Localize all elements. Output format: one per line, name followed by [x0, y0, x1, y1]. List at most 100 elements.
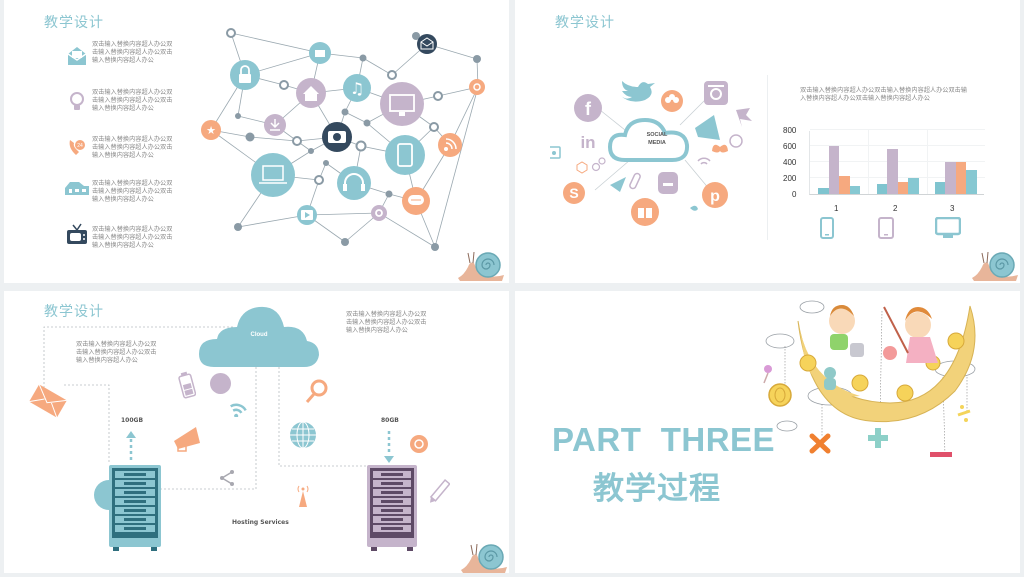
vertical-divider	[767, 75, 768, 240]
share-icon	[220, 470, 234, 486]
chart-bar	[887, 149, 898, 194]
svg-text:24: 24	[77, 143, 83, 149]
cloud-label-line-1: SOCIAL	[646, 132, 668, 138]
search-magnifier-icon	[305, 379, 328, 403]
pinterest-icon	[702, 182, 728, 208]
headphones-icon	[337, 166, 371, 200]
x-tick: 3	[950, 204, 955, 213]
feature-text: 双击输入替换内容超人办公双击输入替换内容超人办公双击输入替换内容超人办公	[92, 41, 173, 64]
svg-text:♫: ♫	[350, 79, 364, 98]
facebook-icon	[574, 94, 602, 122]
star-icon	[201, 120, 221, 140]
chart-bar	[945, 162, 956, 194]
envelope-icon	[66, 45, 88, 67]
paperclip-icon	[629, 172, 641, 190]
settings-orange-icon	[469, 79, 485, 95]
chart-bar	[839, 175, 850, 194]
paper-plane-icon	[610, 177, 626, 192]
skype-icon	[563, 182, 585, 204]
slide-title: 教学设计	[44, 304, 104, 320]
social-media-cloud	[607, 117, 690, 162]
right-description: 双击输入替换内容超人办公双击输入替换内容超人办公双击输入替换内容超人办公	[346, 311, 427, 334]
server-rack-teal	[109, 465, 161, 551]
chart-bar	[849, 186, 861, 194]
slide-2-social-media[interactable]: 教学设计 f in S p SOCIAL MEDIA 双击输入替换内容超人办公双…	[515, 0, 1020, 283]
feature-text: 双击输入替换内容超人办公双击输入替换内容超人办公双击输入替换内容超人办公	[92, 89, 173, 112]
hosting-services-label: Hosting Services	[232, 519, 289, 526]
feature-text: 双击输入替换内容超人办公双击输入替换内容超人办公双击输入替换内容超人办公	[92, 226, 173, 249]
globe-icon	[290, 421, 316, 449]
chart-bar	[828, 146, 840, 194]
slide-3-cloud-hosting[interactable]: 教学设计 双击输入替换内容超人办公双击输入替换内容超人办公双击输入替换内容超人办…	[4, 291, 509, 573]
grid-line	[810, 129, 985, 130]
chart-bar	[955, 162, 967, 194]
part-title: PART THREE	[552, 421, 776, 458]
bar-chart: 800 600 400 200 0 1 2 3	[783, 124, 985, 214]
butterfly-icon	[712, 144, 728, 153]
group-icon	[661, 90, 683, 112]
phone-icon	[820, 217, 834, 239]
megaphone-icon	[695, 115, 720, 140]
wifi-small-icon	[697, 157, 711, 165]
tv-icon	[66, 223, 88, 245]
music-icon	[343, 74, 371, 102]
slide-title: 教学设计	[555, 15, 615, 31]
dashed-connectors	[43, 326, 389, 490]
pencil-icon	[429, 479, 450, 503]
at-sign-icon	[410, 435, 428, 453]
snail-decoration	[970, 245, 1020, 283]
slide-title: 教学设计	[44, 15, 104, 31]
network-diagram: ♫ ★	[201, 28, 485, 251]
y-tick: 200	[783, 174, 797, 183]
dribbble-icon	[729, 134, 743, 148]
box-icon	[576, 161, 588, 174]
wifi-icon	[230, 403, 247, 417]
mail-envelope-icon	[29, 384, 67, 418]
tablet-icon	[878, 217, 894, 239]
instagram-icon	[704, 81, 728, 105]
slide-4-section-title[interactable]: PART THREE 教学过程	[515, 291, 1020, 573]
antenna-icon	[297, 485, 309, 507]
chart-bar	[897, 182, 908, 194]
house-icon	[64, 180, 90, 202]
cloud-icon	[199, 306, 319, 367]
battery-icon	[178, 371, 196, 399]
linkedin-icon: in	[580, 133, 595, 152]
snail-decoration	[456, 245, 508, 283]
twitter-icon	[620, 81, 655, 102]
category-separator	[868, 130, 870, 194]
monitor-icon	[380, 82, 424, 126]
chart-bar	[818, 187, 829, 194]
slide-1-network[interactable]: 教学设计 双击输入替换内容超人办公双击输入替换内容超人办公双击输入替换内容超人办…	[4, 0, 509, 283]
server-left-capacity: 100GB	[121, 417, 144, 424]
y-tick: 0	[792, 190, 797, 199]
server-right-capacity: 80GB	[381, 417, 399, 424]
social-media-cluster: f in S p	[550, 81, 752, 226]
svg-text:★: ★	[206, 124, 216, 137]
y-tick: 600	[783, 142, 797, 151]
x-tick: 2	[893, 204, 898, 213]
chart-description: 双击输入替换内容超人办公双击输入替换内容超人办公双击输入替换内容超人办公双击输入…	[800, 87, 968, 102]
phone-24-icon: 24	[66, 136, 88, 158]
svg-text:S: S	[569, 185, 578, 201]
server-rack-purple	[367, 465, 417, 551]
purple-dot	[210, 373, 231, 394]
svg-text:f: f	[585, 99, 592, 119]
moon-children-illustration	[763, 300, 976, 457]
grid-line	[810, 161, 985, 162]
left-description: 双击输入替换内容超人办公双击输入替换内容超人办公双击输入替换内容超人办公	[76, 341, 157, 364]
lightbulb-icon	[66, 90, 88, 112]
chart-bar	[908, 178, 919, 194]
chart-plot-area	[809, 129, 985, 195]
svg-text:p: p	[710, 188, 720, 205]
chart-bar	[934, 182, 946, 194]
bird-small-icon	[690, 205, 698, 211]
download-arrow-icon	[384, 431, 394, 463]
snail-decoration	[459, 537, 509, 573]
y-tick: 400	[783, 158, 797, 167]
camera-small-icon	[550, 146, 561, 159]
chart-bar	[966, 170, 977, 194]
upload-arrow-icon	[126, 431, 136, 463]
monitor-icon	[935, 217, 961, 238]
cloud-label-line-2: MEDIA	[648, 140, 666, 146]
